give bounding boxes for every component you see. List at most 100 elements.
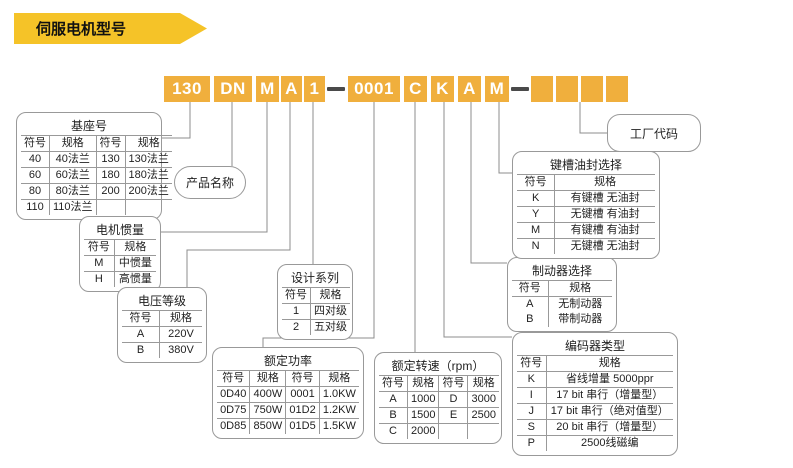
table-cell: 17 bit 串行（增量型）: [545, 387, 673, 404]
code-segment: M: [256, 76, 279, 102]
connector-brake-selection: [470, 102, 507, 264]
factory-code-text: 工厂代码: [629, 126, 678, 141]
product-name-text: 产品名称: [185, 176, 234, 190]
table-cell: J: [517, 403, 547, 420]
table-cell: M: [84, 255, 115, 272]
table-cell: 40法兰: [49, 151, 97, 168]
table-cell: A: [379, 391, 408, 408]
code-separator-dash: [511, 87, 529, 91]
column-header: 符号: [517, 355, 547, 372]
table-cell: 80法兰: [49, 183, 97, 200]
table-cell: B: [526, 313, 534, 325]
code-segment: K: [431, 76, 454, 102]
code-segment: C: [404, 76, 427, 102]
column-header: 规格: [545, 355, 673, 372]
table-cell: 400W: [249, 386, 286, 403]
table-cell: D: [438, 391, 468, 408]
table-cell: 380V: [159, 342, 202, 358]
column-header: 规格: [124, 135, 172, 152]
connector-encoder-type: [443, 102, 512, 338]
table-cell: 无制动器: [547, 296, 612, 312]
table-cell: A: [512, 296, 549, 312]
table-title: 基座号: [70, 119, 107, 133]
table-cell: M: [517, 222, 555, 239]
table-cell: K: [517, 371, 547, 388]
code-placeholder-block: [606, 76, 628, 102]
code-segment: A: [281, 76, 302, 102]
header-row: 符号规格符号规格: [217, 370, 359, 387]
code-segment: 0001: [348, 76, 400, 102]
table-cell: 17 bit 串行（绝对值型）: [545, 403, 673, 420]
table-title: 键槽油封选择: [549, 158, 622, 172]
table-title: 电机惯量: [95, 223, 144, 237]
table-cell: 750W: [249, 402, 286, 419]
table-cell: [95, 199, 126, 215]
table-cell: H: [84, 271, 115, 287]
table-title: 额定功率: [263, 354, 312, 368]
column-header: 规格: [49, 135, 97, 152]
table-cell: 01D2: [285, 402, 320, 419]
page-title: 伺服电机型号: [36, 21, 127, 38]
table-cell: 无键槽 有油封: [554, 206, 655, 223]
table-title: 额定转速（rpm）: [391, 359, 485, 373]
table-cell: 0001: [285, 386, 320, 403]
table-cell: 180: [95, 167, 126, 184]
code-placeholder-block: [531, 76, 553, 102]
code-placeholder-block: [556, 76, 578, 102]
table-cell: P: [517, 435, 547, 451]
table-cell: N: [517, 238, 555, 254]
column-header: 符号: [512, 280, 549, 297]
code-separator-dash: [327, 87, 345, 91]
table-cell: 110: [21, 199, 50, 215]
table-cell: 220V: [159, 326, 202, 343]
column-header: 符号: [21, 135, 50, 152]
table-cell: 五对级: [310, 319, 350, 335]
table-cell: 850W: [249, 418, 286, 434]
table-cell: 130: [95, 151, 126, 168]
table-row: B 带制动器: [512, 312, 612, 327]
table-cell: 20 bit 串行（增量型）: [545, 419, 673, 436]
table-cell: 带制动器: [547, 312, 612, 327]
table-cell: 1: [282, 303, 311, 320]
table-cell: 1.2KW: [318, 402, 359, 419]
table-cell: Y: [517, 206, 555, 223]
header-row: 符号规格: [517, 174, 655, 191]
table-cell: 110法兰: [49, 199, 97, 215]
table-cell: 60法兰: [49, 167, 97, 184]
table-cell: [438, 423, 468, 439]
product-name-label: 产品名称: [174, 166, 246, 199]
column-header: 符号: [84, 239, 115, 256]
column-header: 符号: [122, 310, 160, 327]
column-header: 符号: [438, 375, 468, 392]
table-cell: 60: [21, 167, 50, 184]
table-cell: 2000: [406, 423, 439, 439]
column-header: 符号: [95, 135, 126, 152]
code-segment: 130: [164, 76, 210, 102]
table-cell: 80: [21, 183, 50, 200]
column-header: 符号: [517, 174, 555, 191]
header-row: 符号规格符号规格: [21, 135, 172, 152]
table-cell: [467, 423, 499, 439]
table-cell: 2500线磁编: [545, 435, 673, 451]
